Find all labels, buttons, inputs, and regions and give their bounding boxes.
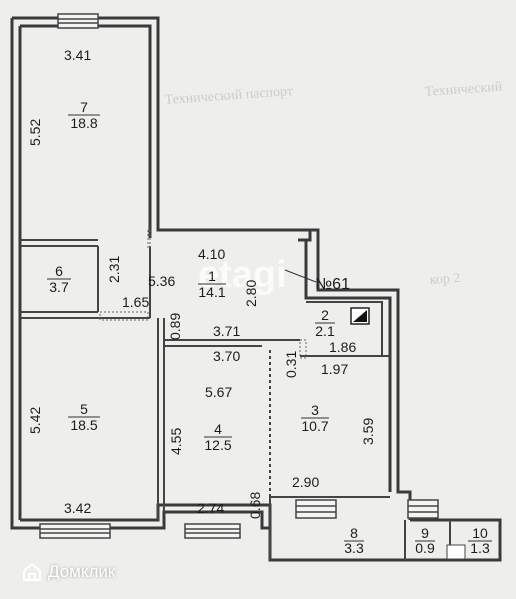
room-3-number: 3 — [311, 402, 319, 418]
room-4-area: 12.5 — [204, 437, 231, 453]
dimension-labels: 3.41 4.10 5.36 1.65 3.71 3.70 1.86 1.97 … — [27, 47, 376, 519]
brand-name: Домклик — [48, 562, 116, 581]
dim-gap-031: 0.31 — [283, 351, 299, 378]
dim-room3-height: 3.59 — [360, 418, 376, 445]
room-5-area: 18.5 — [70, 417, 97, 433]
room-4-number: 4 — [214, 421, 222, 437]
windows — [39, 13, 439, 539]
room-7-area: 18.8 — [70, 115, 97, 131]
house-icon — [23, 562, 41, 581]
watermark: etagi — [198, 254, 287, 296]
room-labels: 7 18.8 6 3.7 1 14.1 2 2.1 5 18.5 4 12.5 … — [47, 99, 492, 556]
room-3-area: 10.7 — [301, 418, 328, 434]
dim-room4-width: 2.74 — [197, 500, 224, 516]
walls — [10, 16, 502, 562]
brand-badge: Домклик — [22, 561, 115, 583]
svg-text:кор 2: кор 2 — [429, 271, 461, 288]
dim-room7-width: 3.41 — [64, 47, 91, 63]
room-1-number: 1 — [208, 268, 216, 284]
shaft-icon — [350, 307, 370, 325]
room-8-number: 8 — [350, 525, 358, 541]
background-bleed-text: Технический паспорт Технический кор 2 — [164, 80, 503, 288]
fixture — [446, 544, 466, 560]
room-9-number: 9 — [421, 525, 429, 541]
dim-room2-width: 1.86 — [329, 339, 356, 355]
dim-room1-bottom: 3.71 — [213, 323, 240, 339]
dim-corridor: 1.65 — [122, 294, 149, 310]
svg-text:Технический: Технический — [424, 80, 503, 100]
dim-gap-089: 0.89 — [167, 313, 183, 340]
apartment-number: №61 — [315, 276, 350, 293]
room-10-area: 1.3 — [470, 540, 490, 556]
dim-room3-top: 1.97 — [321, 361, 348, 377]
door-openings — [99, 227, 307, 359]
dim-gap-068: 0.68 — [247, 492, 263, 519]
dim-room4-top: 3.70 — [213, 348, 240, 364]
room-1-area: 14.1 — [198, 284, 225, 300]
dim-room7-height: 5.52 — [27, 119, 43, 146]
room-8-area: 3.3 — [344, 540, 364, 556]
dim-room4-length: 5.67 — [205, 384, 232, 400]
dim-room3-width: 2.90 — [292, 474, 319, 490]
dim-room5-height: 5.42 — [27, 407, 43, 434]
interior-walls — [20, 239, 451, 560]
dim-room6-height: 2.31 — [106, 256, 122, 283]
dim-room5-width: 3.42 — [64, 500, 91, 516]
dim-room1-width: 4.10 — [198, 246, 225, 262]
room-9-area: 0.9 — [415, 540, 435, 556]
room-5-number: 5 — [80, 401, 88, 417]
room-6-number: 6 — [55, 263, 63, 279]
room-6-area: 3.7 — [49, 279, 69, 295]
svg-text:Технический паспорт: Технический паспорт — [164, 84, 293, 108]
dim-room1-length: 5.36 — [148, 273, 175, 289]
room-7-number: 7 — [80, 99, 88, 115]
room-2-area: 2.1 — [315, 323, 335, 339]
room-10-number: 10 — [472, 525, 488, 541]
dim-room1-height: 2.80 — [243, 280, 259, 307]
dim-room4-height: 4.55 — [168, 428, 184, 455]
apartment-leader — [284, 269, 317, 283]
room-2-number: 2 — [321, 307, 329, 323]
